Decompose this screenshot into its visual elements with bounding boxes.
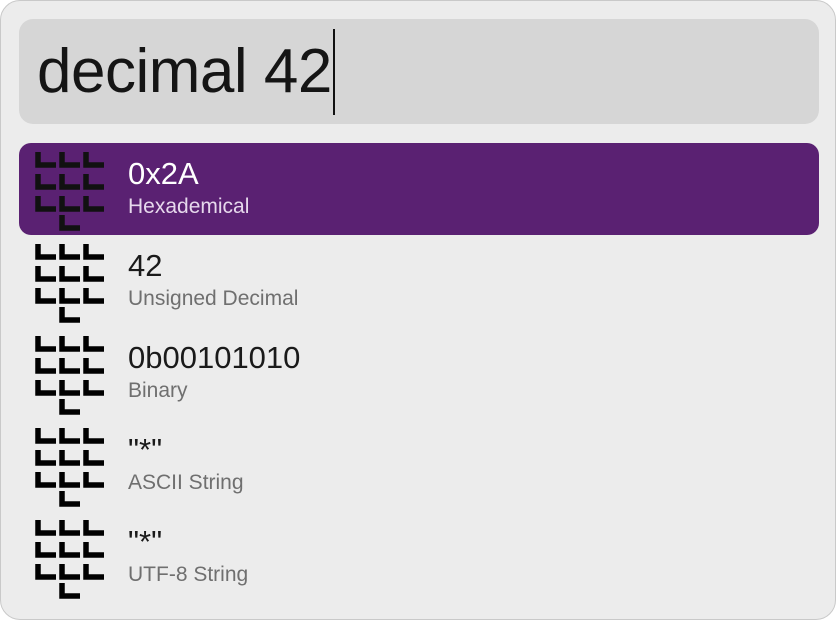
result-subtitle: Hexademical xyxy=(128,195,250,218)
result-subtitle: Unsigned Decimal xyxy=(128,287,299,310)
result-title: 0x2A xyxy=(128,156,199,191)
result-row-binary[interactable]: 0b00101010 Binary xyxy=(19,327,819,419)
result-row-ascii-string[interactable]: "*" ASCII String xyxy=(19,419,819,511)
result-row-utf8-string[interactable]: "*" UTF-8 String xyxy=(19,511,819,603)
result-subtitle: Binary xyxy=(128,379,188,402)
results-list: 0x2A Hexademical 42 Unsigned Decimal 0b0… xyxy=(19,143,819,603)
chevron-grid-icon xyxy=(35,520,104,599)
result-title: "*" xyxy=(128,432,163,467)
text-caret xyxy=(332,28,335,115)
search-input[interactable]: decimal 42 xyxy=(37,36,332,106)
result-subtitle: ASCII String xyxy=(128,471,244,494)
chevron-grid-icon xyxy=(35,428,104,507)
result-row-unsigned-decimal[interactable]: 42 Unsigned Decimal xyxy=(19,235,819,327)
result-row-hexadecimal[interactable]: 0x2A Hexademical xyxy=(19,143,819,235)
result-title: "*" xyxy=(128,524,163,559)
result-title: 42 xyxy=(128,248,163,283)
result-title: 0b00101010 xyxy=(128,340,301,375)
chevron-grid-icon xyxy=(35,152,104,231)
chevron-grid-icon xyxy=(35,336,104,415)
chevron-grid-icon xyxy=(35,244,104,323)
search-field[interactable]: decimal 42 xyxy=(19,19,819,124)
result-subtitle: UTF-8 String xyxy=(128,563,249,586)
